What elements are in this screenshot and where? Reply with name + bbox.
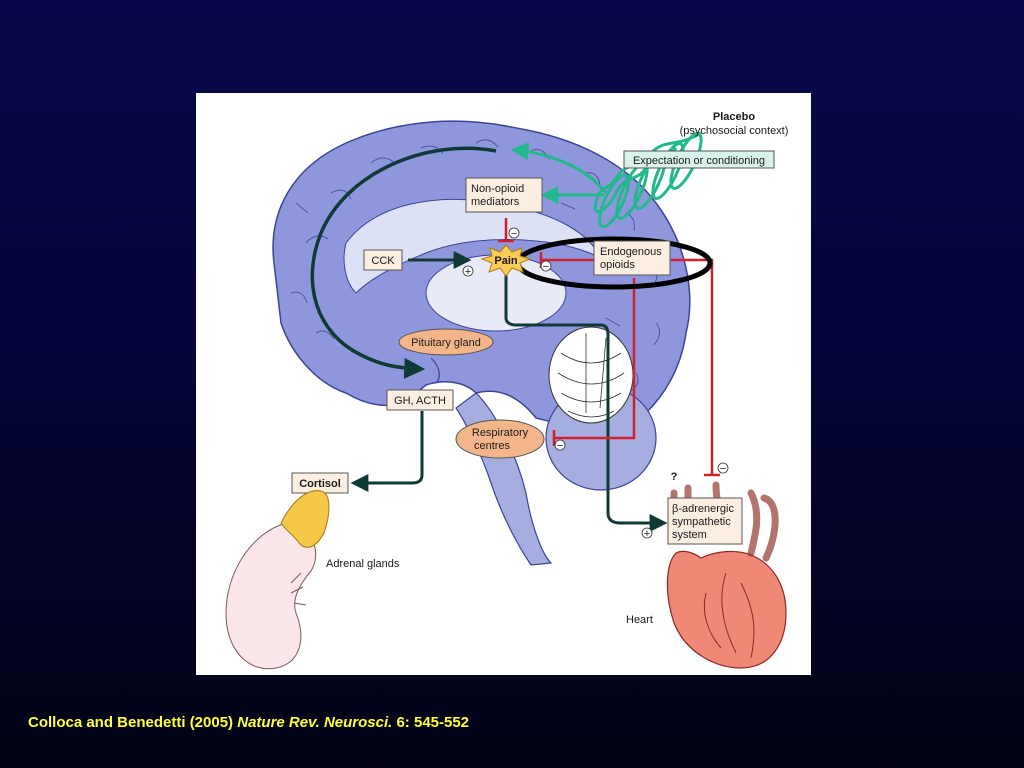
gh-acth-to-cortisol-arrow [350, 411, 424, 492]
minus-marker-opioid [540, 260, 552, 272]
beta-label-3: system [672, 529, 707, 541]
placebo-arrow-cortex [510, 142, 608, 194]
endogenous-opioids-box [593, 240, 671, 276]
pain-starburst [480, 244, 532, 277]
plus-sign-pain: + [465, 266, 471, 278]
pain-to-heart-arrow [504, 273, 668, 532]
kidney-vessels [290, 572, 307, 606]
non-opioid-box [465, 177, 543, 213]
non-opioid-label-2: mediators [471, 196, 520, 208]
inhibition-lines [498, 218, 720, 477]
minus-sign-heart: − [720, 463, 726, 475]
endogenous-label-1: Endogenous [600, 246, 662, 258]
plus-marker-pain [462, 265, 474, 277]
pituitary-label: Pituitary gland [411, 337, 481, 349]
placebo-subtitle: (psychosocial context) [680, 125, 789, 137]
pituitary-stalk [430, 357, 440, 384]
pituitary-gland-oval [398, 328, 494, 356]
minus-sign-nonopioid: − [511, 228, 517, 240]
respiratory-centres-oval [455, 419, 545, 459]
question-mark: ? [671, 471, 678, 483]
sign-markers: + − − − − + [462, 227, 729, 540]
adrenal-glands-label: Adrenal glands [326, 558, 400, 570]
citation-volume-pages: 6: 545-552 [396, 714, 470, 731]
heart-illustration [666, 550, 787, 669]
beta-label-2: sympathetic [672, 516, 731, 528]
coronary-arteries [703, 572, 755, 659]
brain-diagram: Placebo (psychosocial context) Expectati… [225, 111, 789, 670]
respiratory-label-1: Respiratory [472, 427, 529, 439]
beta-label-1: β-adrenergic [672, 503, 734, 515]
citation-journal: Nature Rev. Neurosci. [237, 714, 393, 731]
expectation-box [623, 150, 775, 169]
adrenal-gland-illustration [280, 490, 330, 548]
minus-marker-nonopioid [508, 227, 520, 239]
expectation-label: Expectation or conditioning [633, 155, 765, 167]
kidney-illustration [225, 522, 317, 670]
beta-adrenergic-box [667, 497, 743, 545]
citation: Colloca and Benedetti (2005) Nature Rev.… [28, 714, 469, 731]
cck-label: CCK [371, 255, 395, 267]
plus-marker-heart [641, 527, 653, 539]
endogenous-label-2: opioids [600, 259, 635, 271]
non-opioid-label-1: Non-opioid [471, 183, 524, 195]
gh-acth-box [386, 389, 454, 411]
figure-panel: Placebo (psychosocial context) Expectati… [196, 93, 811, 675]
gh-acth-label: GH, ACTH [394, 395, 446, 407]
minus-sign-respiratory: − [557, 440, 563, 452]
cortisol-label: Cortisol [299, 478, 341, 490]
citation-authors: Colloca and Benedetti (2005) [28, 714, 234, 731]
minus-marker-respiratory [554, 439, 566, 451]
minus-marker-heart [717, 462, 729, 474]
plus-sign-heart: + [644, 528, 650, 540]
minus-sign-opioid: − [543, 261, 549, 273]
cortex-to-pituitary-arrow [310, 146, 497, 379]
placebo-title: Placebo [713, 111, 755, 123]
heart-label: Heart [626, 614, 653, 626]
cerebellum-folia [557, 333, 625, 418]
pain-label: Pain [494, 255, 518, 267]
cck-box [363, 249, 403, 271]
respiratory-label-2: centres [474, 440, 511, 452]
